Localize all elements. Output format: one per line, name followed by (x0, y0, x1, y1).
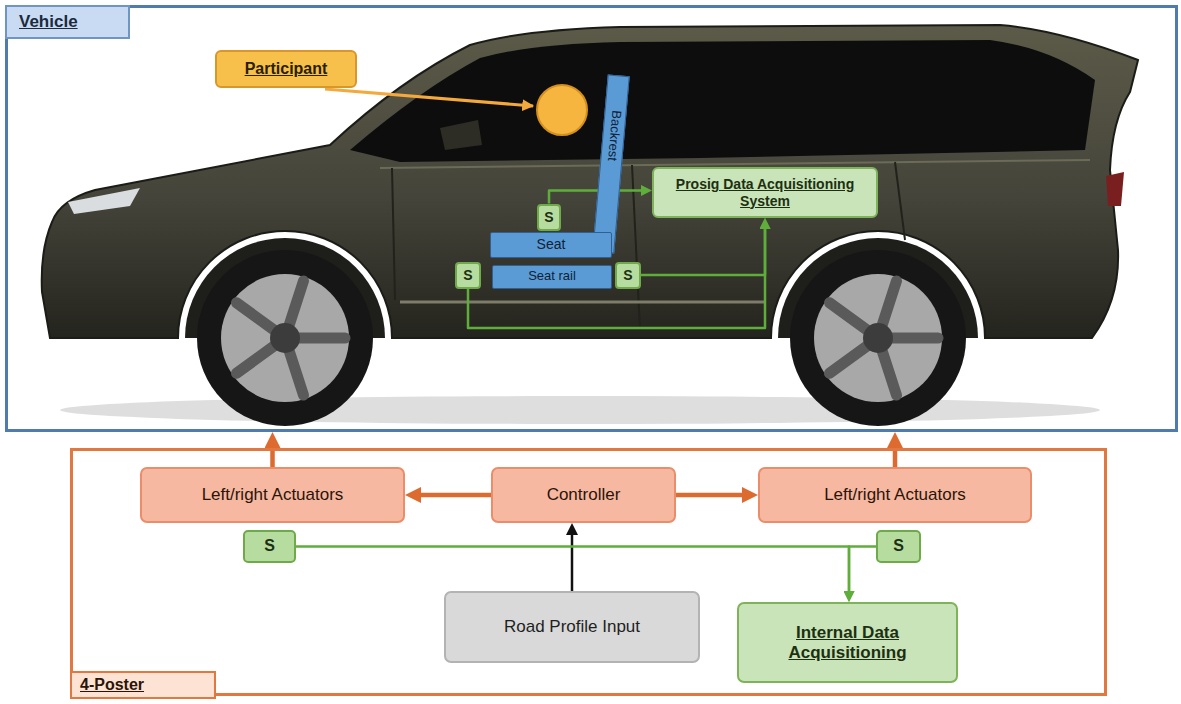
car-body (42, 25, 1138, 338)
box-label: Road Profile Input (504, 617, 640, 637)
part-label: Seat rail (528, 269, 576, 284)
input-box: Road Profile Input (444, 591, 700, 663)
drive-arrow (676, 493, 750, 498)
backrest-bar: Backrest (592, 74, 629, 253)
sensor-box: S (243, 530, 296, 563)
box-label: Left/right Actuators (824, 485, 966, 505)
part-label: Seat (537, 236, 566, 252)
signal-line (849, 547, 876, 597)
door-seam (392, 168, 395, 300)
sill-trim (400, 301, 765, 304)
drive-arrow (571, 529, 574, 591)
acquisition-box: Internal Data Acquisitioning (737, 602, 958, 683)
participant-box: Participant (215, 50, 357, 88)
participant-head (537, 85, 587, 135)
sensor-label: S (893, 537, 904, 555)
box-label: Prosig Data Acquisitioning System (673, 176, 858, 208)
test-rig-region: 4-Poster Left/right Actuators Controller Le… (70, 448, 1107, 696)
actuator-box: Left/right Actuators (140, 467, 405, 523)
drive-arrow (893, 440, 898, 467)
sensor-label: S (264, 537, 275, 555)
side-mirror (440, 120, 482, 150)
acquisition-box: Prosig Data Acquisitioning System (652, 167, 878, 218)
region-heading: 4-Poster (70, 671, 216, 699)
sensor-label: S (544, 209, 553, 225)
drive-arrow (413, 493, 491, 498)
door-seam (895, 162, 905, 240)
signal-line (641, 224, 765, 276)
signal-line (296, 547, 849, 597)
sensor-box: S (615, 262, 641, 289)
box-label: Internal Data Acquisitioning (749, 623, 946, 662)
sensor-label: S (463, 267, 472, 283)
seat-rail-box: Seat rail (492, 265, 612, 289)
signal-line (468, 224, 765, 329)
part-label: Backrest (604, 110, 623, 162)
box-label: Participant (245, 60, 328, 78)
seat-box: Seat (490, 232, 612, 258)
sensor-box: S (876, 530, 921, 563)
region-heading: Vehicle (5, 5, 130, 39)
sensor-label: S (623, 267, 632, 283)
front-wheel (197, 250, 373, 426)
leader-line (325, 89, 533, 106)
tail-light (1106, 172, 1124, 206)
box-label: Controller (547, 485, 621, 505)
sensor-box: S (455, 262, 481, 289)
headlight (68, 188, 140, 214)
rear-wheel (790, 250, 966, 426)
ground-shadow (60, 396, 1100, 424)
sensor-box: S (537, 204, 561, 231)
controller-box: Controller (491, 467, 676, 523)
drive-arrow (270, 440, 275, 467)
box-label: Left/right Actuators (202, 485, 344, 505)
vehicle-region: VehicleParticipantProsig Data Acquisitio… (5, 5, 1178, 432)
actuator-box: Left/right Actuators (758, 467, 1032, 523)
